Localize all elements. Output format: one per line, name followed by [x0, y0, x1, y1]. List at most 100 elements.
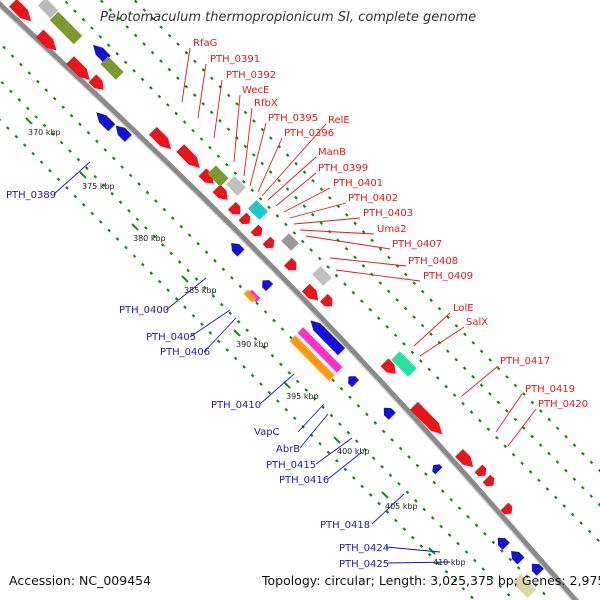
- gc-dot: [10, 54, 15, 58]
- gc-dot: [420, 323, 425, 328]
- gc-dot: [124, 245, 128, 250]
- gc-dot: [162, 207, 167, 212]
- gc-dot: [267, 390, 272, 395]
- gc-dot: [251, 153, 256, 157]
- gc-dot: [339, 386, 344, 391]
- gc-dot: [144, 226, 148, 230]
- gc-dot: [201, 67, 206, 72]
- gc-dot: [462, 366, 467, 371]
- gc-dot: [90, 26, 94, 31]
- kbp-label-385: 385 kbp: [184, 286, 217, 295]
- gc-dot: [589, 460, 594, 465]
- gc-dot: [555, 460, 560, 464]
- gc-dot: [439, 524, 443, 529]
- gc-dot: [410, 350, 415, 355]
- gc-dot: [48, 168, 52, 173]
- gc-dot: [353, 255, 357, 260]
- gene-label: PTH_0391: [210, 54, 260, 65]
- gc-dot: [115, 237, 120, 241]
- gc-dot: [260, 161, 265, 166]
- gc-dot: [132, 68, 136, 73]
- gc-dot: [259, 382, 263, 386]
- gc-dot: [326, 450, 331, 455]
- trna-feature: [248, 200, 268, 220]
- gc-dot: [6, 126, 10, 130]
- gc-dot: [226, 127, 231, 132]
- gc-dot: [491, 540, 496, 545]
- gc-dot: [34, 115, 39, 119]
- gc-dot: [275, 399, 280, 403]
- gc-dot: [123, 60, 128, 65]
- gc-dot: [42, 123, 47, 128]
- genome-summary-text: Topology: circular; Length: 3,025,375 bp…: [261, 573, 600, 588]
- gc-dot: [351, 476, 356, 480]
- gc-dot: [479, 383, 484, 388]
- leader-line: [335, 269, 421, 282]
- gc-dot-track: [2, 45, 546, 596]
- gc-dot: [93, 174, 98, 179]
- gc-dot: [469, 410, 474, 414]
- gc-dot: [429, 298, 433, 303]
- gc-dot: [486, 427, 491, 432]
- reverse-gene: [511, 551, 525, 565]
- misc-feature: [512, 574, 536, 598]
- gc-dot: [211, 294, 216, 298]
- gc-dot: [174, 296, 179, 301]
- leader-line: [305, 235, 391, 250]
- gc-dot: [530, 400, 535, 405]
- gc-dot: [165, 103, 170, 107]
- gc-dot: [481, 567, 486, 571]
- gc-dot: [64, 0, 69, 5]
- gc-dot: [115, 51, 120, 56]
- gc-dot: [68, 149, 72, 153]
- gc-dot: [505, 375, 509, 379]
- leader-line: [329, 257, 407, 267]
- gc-dot: [277, 178, 281, 183]
- rrna-feature: [207, 165, 229, 187]
- gc-dot: [520, 461, 524, 466]
- gene-label: PTH_0402: [348, 193, 398, 204]
- gc-dot: [555, 426, 560, 430]
- gc-dot: [287, 371, 292, 375]
- leader-line: [461, 365, 499, 397]
- leader-line: [507, 408, 537, 447]
- gc-dot: [120, 165, 125, 169]
- gc-dot: [446, 315, 450, 320]
- gc-dot: [377, 501, 381, 506]
- gc-dot-track: [64, 0, 600, 542]
- gc-dot: [149, 86, 153, 90]
- gc-dot: [208, 145, 212, 150]
- gc-dot: [562, 504, 567, 508]
- gc-dot: [348, 395, 352, 400]
- gc-dot: [285, 187, 290, 191]
- leader-line: [233, 94, 241, 163]
- forward-gene: [482, 474, 495, 487]
- gc-dot: [241, 179, 246, 184]
- gc-dot: [454, 323, 459, 328]
- gc-dot: [25, 106, 30, 111]
- gc-dot: [508, 557, 513, 562]
- gc-dot: [268, 136, 273, 140]
- forward-gene: [35, 29, 57, 51]
- gc-dot: [78, 122, 82, 127]
- gene-label: PTH_0407: [392, 239, 442, 250]
- gc-dot: [521, 426, 526, 430]
- kbp-label-405: 405 kbp: [385, 502, 418, 511]
- gene-labels: RfaG PTH_0391 PTH_0392 WecE RfbX PTH_039…: [6, 38, 588, 570]
- forward-gene: [149, 126, 172, 150]
- leader-line: [213, 79, 223, 139]
- misc-feature: [243, 289, 257, 303]
- pseudogene-feature: [312, 266, 332, 286]
- gc-dot: [81, 17, 86, 22]
- gc-dot: [326, 265, 330, 269]
- gc-dot: [216, 154, 221, 158]
- gc-dot: [159, 59, 163, 63]
- forward-gene: [500, 502, 513, 515]
- gc-dot: [489, 575, 494, 580]
- gc-dot: [343, 467, 348, 472]
- gc-dot: [167, 67, 172, 72]
- gc-dot: [192, 93, 197, 98]
- gc-dot: [376, 316, 381, 321]
- gc-dot: [279, 362, 283, 367]
- gc-dot: [226, 93, 231, 98]
